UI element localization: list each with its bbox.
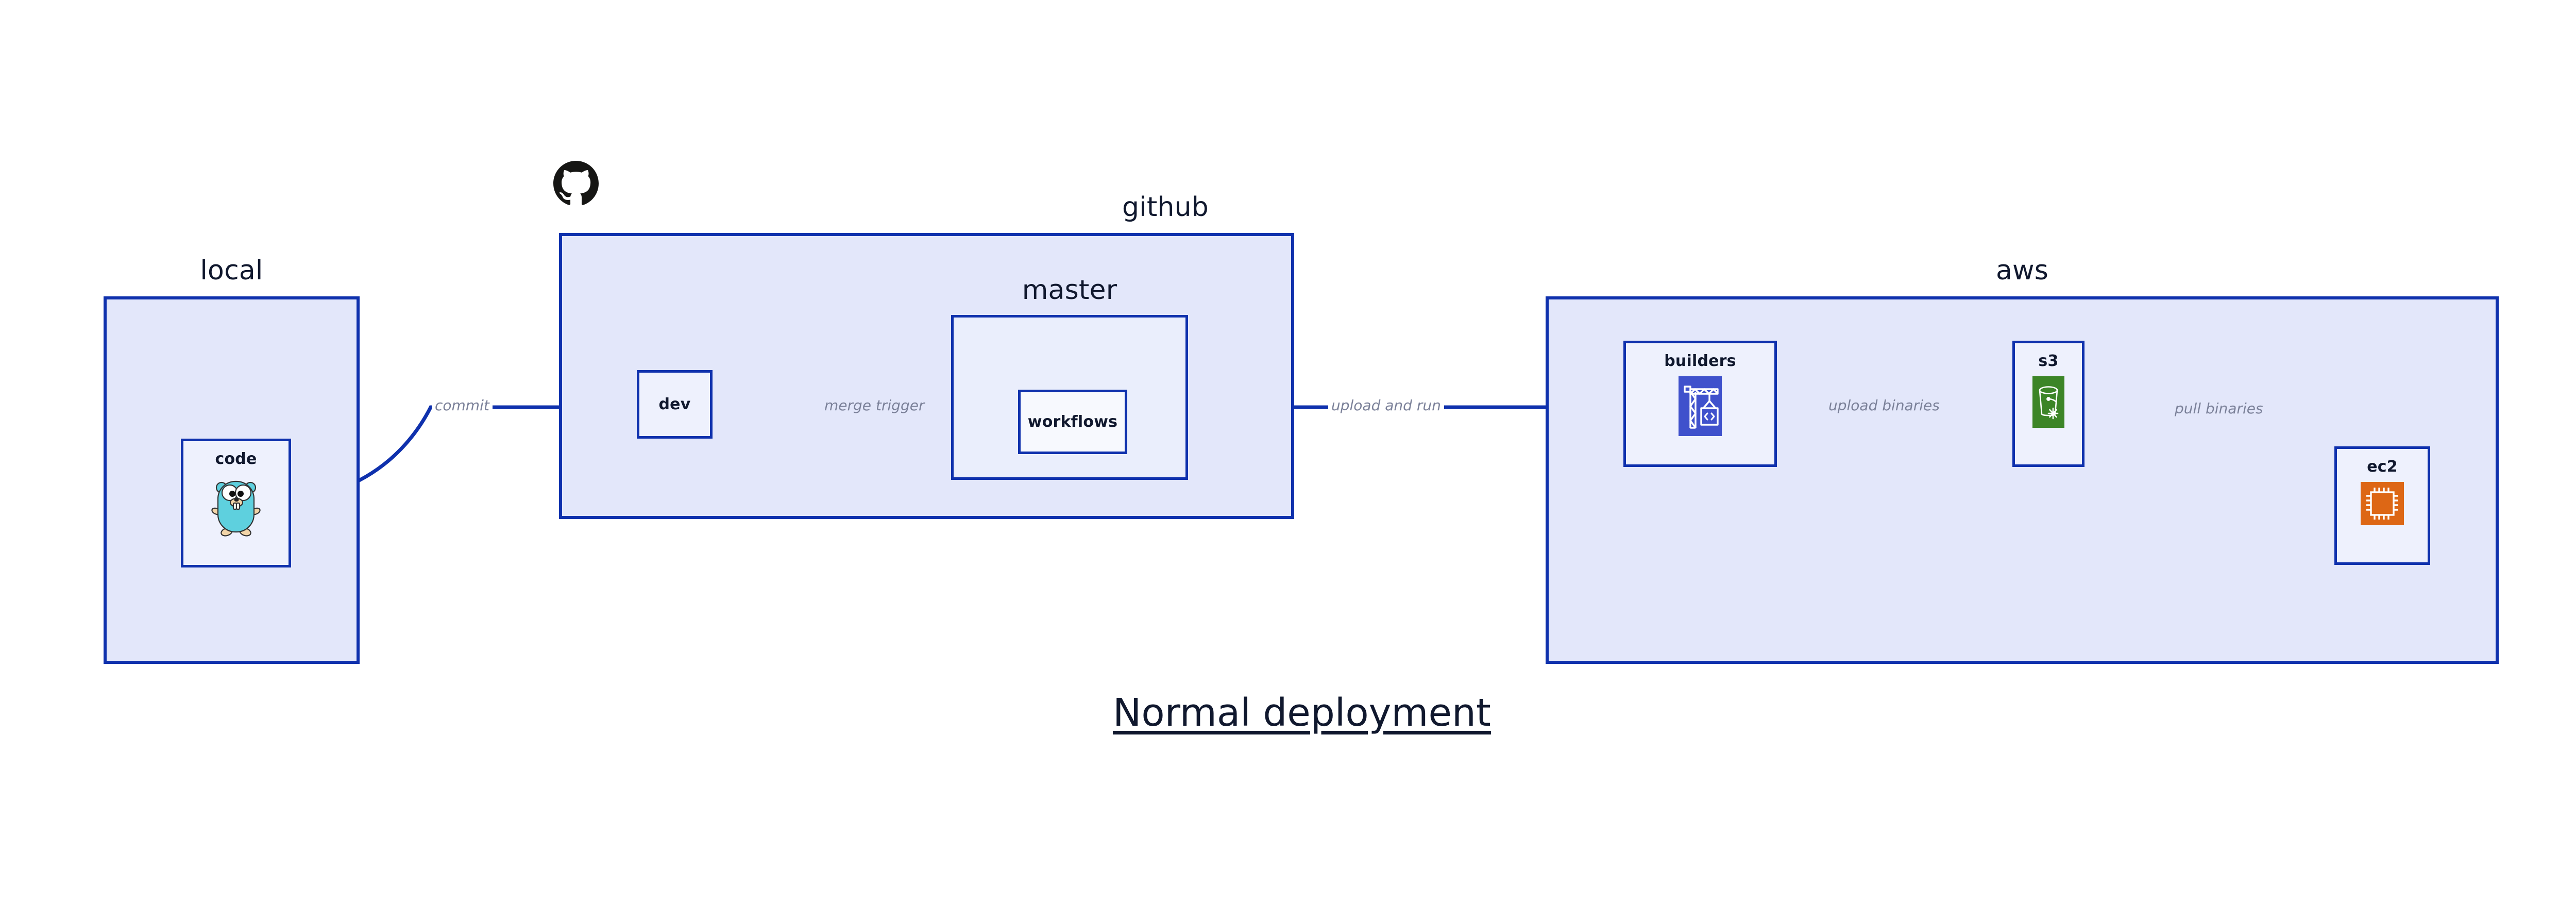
node-dev[interactable]: dev <box>637 370 713 439</box>
group-label-master: master <box>1022 275 1117 306</box>
node-builders[interactable]: builders <box>1623 341 1777 467</box>
edge-label-upload-binaries: upload binaries <box>1825 398 1943 413</box>
github-octocat-icon <box>553 161 599 205</box>
edge-label-commit: commit <box>432 398 493 413</box>
group-master: workflows <box>951 315 1188 480</box>
node-workflows[interactable]: workflows <box>1018 390 1127 454</box>
node-ec2-label: ec2 <box>2367 458 2398 476</box>
edge-label-pull-binaries: pull binaries <box>2172 401 2266 416</box>
node-workflows-label: workflows <box>1027 412 1118 431</box>
go-gopher-icon <box>211 480 261 537</box>
node-s3[interactable]: s3 <box>2012 341 2084 467</box>
node-code-label: code <box>215 450 257 468</box>
group-label-local: local <box>200 255 263 286</box>
group-label-github: github <box>1122 192 1209 223</box>
node-ec2[interactable]: ec2 <box>2334 446 2430 565</box>
group-github: dev master workflows <box>559 233 1294 519</box>
edge-label-upload-and-run: upload and run <box>1328 398 1444 413</box>
aws-s3-bucket-icon <box>2032 376 2064 428</box>
aws-ec2-chip-icon <box>2361 482 2404 525</box>
group-label-aws: aws <box>1995 255 2049 286</box>
diagram-title-text: Normal deployment <box>1113 691 1491 735</box>
edge-label-merge-trigger: merge trigger <box>821 398 928 413</box>
node-builders-label: builders <box>1664 352 1736 370</box>
node-dev-label: dev <box>658 395 691 413</box>
diagram-title: Normal deployment <box>0 691 2576 735</box>
group-aws: builders <box>1546 296 2499 664</box>
group-local: code <box>104 296 360 664</box>
aws-builders-crane-icon <box>1679 376 1722 436</box>
node-s3-label: s3 <box>2038 352 2059 370</box>
node-code[interactable]: code <box>181 439 291 567</box>
